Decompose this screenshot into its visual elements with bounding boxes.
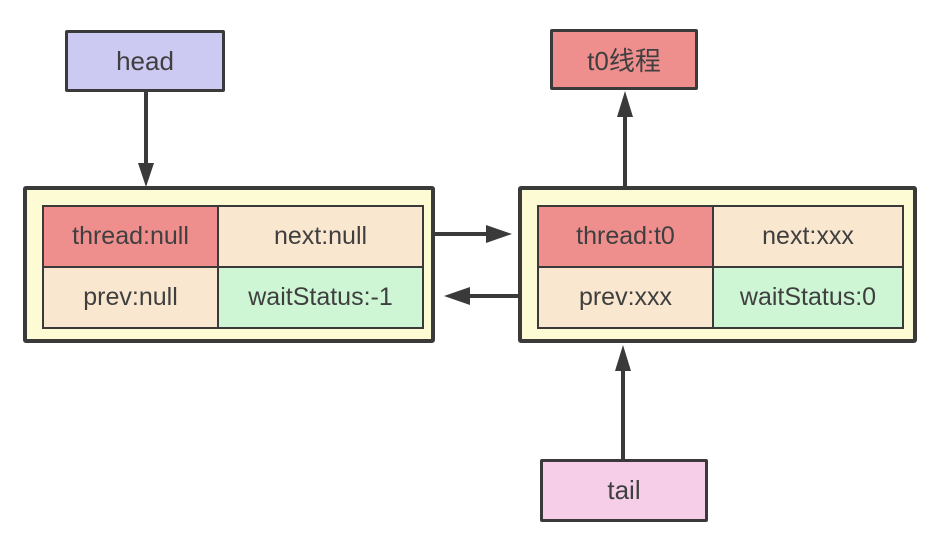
head-node-prev-cell: prev:null: [42, 266, 219, 329]
t0-thread-box: t0线程: [550, 29, 698, 90]
head-node: thread:null next:null prev:null waitStat…: [23, 186, 435, 343]
arrow-head-to-head-node: [138, 92, 154, 187]
head-node-thread-cell: thread:null: [42, 205, 219, 268]
tail-node-table: thread:t0 next:xxx prev:xxx waitStatus:0: [537, 205, 904, 329]
head-node-waitstatus-cell: waitStatus:-1: [217, 266, 424, 329]
tail-pointer-box: tail: [540, 459, 708, 522]
tail-node-waitstatus-cell: waitStatus:0: [712, 266, 904, 329]
head-node-next-cell: next:null: [217, 205, 424, 268]
arrow-next-to-tail-node: [422, 225, 512, 243]
tail-node: thread:t0 next:xxx prev:xxx waitStatus:0: [518, 186, 917, 343]
t0-thread-label: t0线程: [587, 46, 661, 76]
head-pointer-label: head: [116, 45, 174, 76]
head-pointer-box: head: [65, 30, 225, 92]
head-node-table: thread:null next:null prev:null waitStat…: [42, 205, 424, 329]
arrow-tail-to-tail-node: [615, 345, 631, 459]
tail-node-prev-cell: prev:xxx: [537, 266, 714, 329]
tail-pointer-label: tail: [607, 475, 641, 505]
tail-node-thread-cell: thread:t0: [537, 205, 714, 268]
tail-node-next-cell: next:xxx: [712, 205, 904, 268]
